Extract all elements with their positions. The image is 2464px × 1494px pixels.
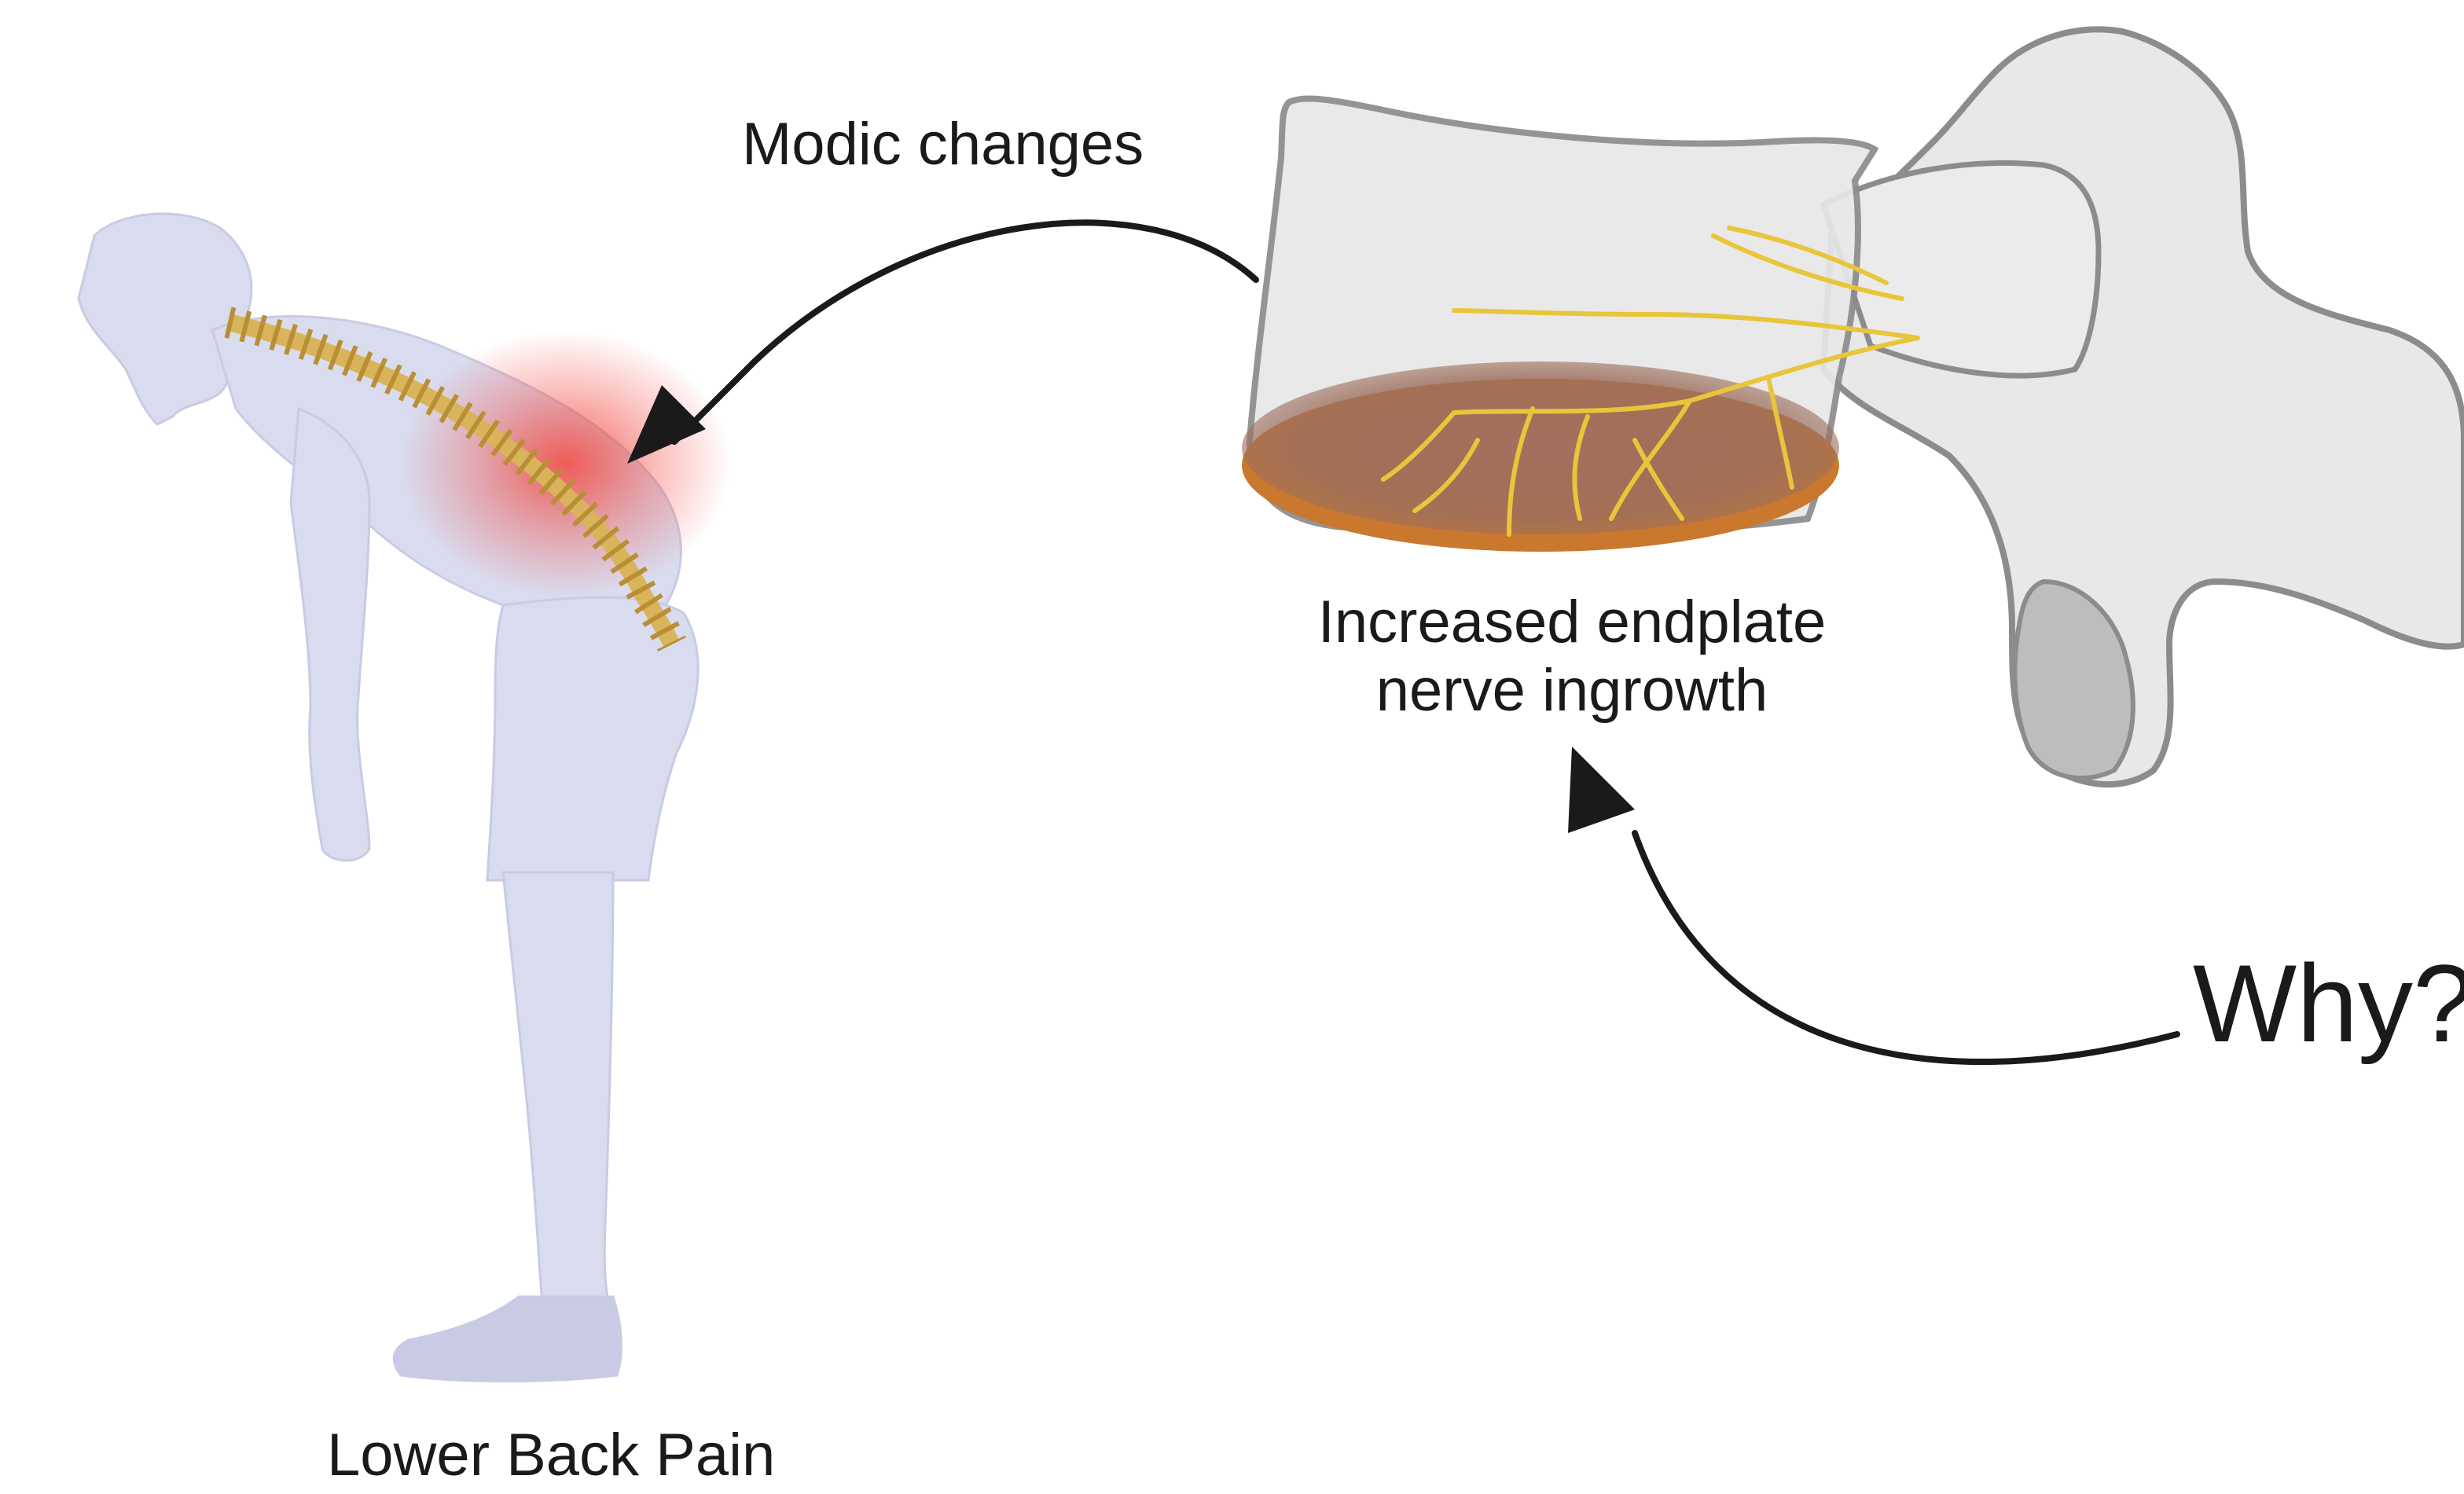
label-lower-back-pain: Lower Back Pain xyxy=(327,1421,775,1489)
person-head xyxy=(79,214,252,424)
endplate-disc xyxy=(1242,362,1839,534)
pain-glow xyxy=(401,330,731,597)
label-endplate-line2: nerve ingrowth xyxy=(1226,656,1918,725)
arrowhead-why xyxy=(1568,747,1635,833)
person-arm xyxy=(291,409,369,861)
label-modic-changes: Modic changes xyxy=(742,110,1144,178)
label-endplate-line1: Increased endplate xyxy=(1226,588,1918,656)
person-shoe xyxy=(394,1297,621,1382)
arrow-modic-to-back xyxy=(674,222,1256,442)
label-why: Why? xyxy=(2193,940,2464,1066)
vertebra-spinous-process xyxy=(1823,29,2464,784)
label-endplate-nerve-ingrowth: Increased endplate nerve ingrowth xyxy=(1226,588,1918,725)
arrow-why-to-endplate xyxy=(1635,833,2177,1062)
person-leg xyxy=(503,872,613,1305)
